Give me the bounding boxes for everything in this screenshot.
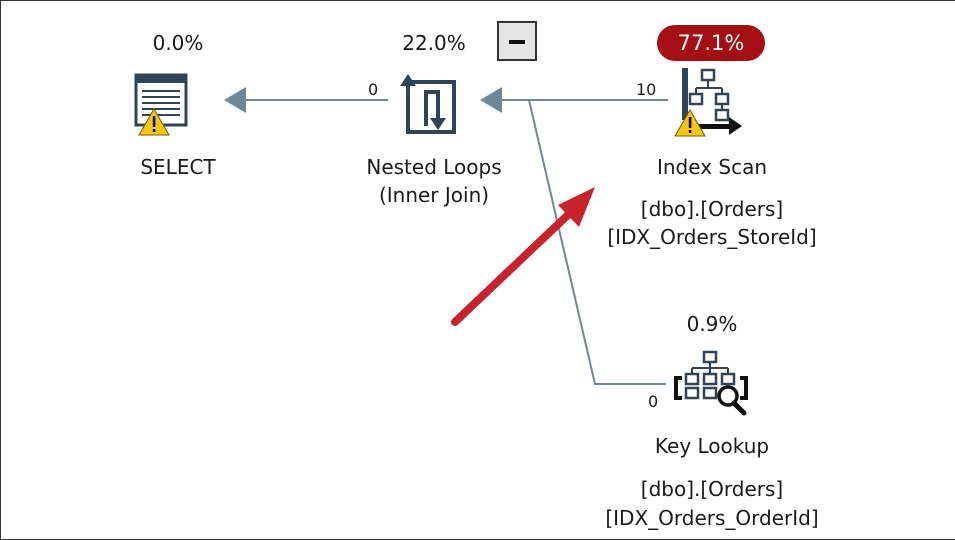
nested-loops-sublabel: (Inner Join) bbox=[378, 183, 490, 207]
connector-lookup-to-loops bbox=[528, 99, 666, 385]
key-lookup-icon[interactable] bbox=[672, 350, 752, 420]
edge-count-loops-to-select: 0 bbox=[368, 80, 379, 99]
highlight-arrowhead bbox=[558, 187, 595, 227]
nested-loops-label: Nested Loops bbox=[366, 155, 502, 179]
edge-count-lookup-to-loops: 0 bbox=[648, 392, 659, 411]
warning-icon bbox=[138, 107, 170, 136]
edge-count-scan-to-loops: 10 bbox=[636, 80, 657, 99]
select-label: SELECT bbox=[140, 155, 216, 179]
nested-loops-cost: 22.0% bbox=[402, 31, 466, 55]
warning-icon bbox=[674, 108, 706, 137]
key-lookup-label: Key Lookup bbox=[654, 434, 770, 458]
index-scan-object: [dbo].[Orders] bbox=[640, 197, 784, 221]
select-icon[interactable] bbox=[134, 73, 190, 137]
minus-icon bbox=[509, 40, 525, 44]
highlight-arrow bbox=[451, 208, 575, 326]
key-lookup-object: [dbo].[Orders] bbox=[640, 477, 784, 501]
index-scan-index: [IDX_Orders_StoreId] bbox=[607, 225, 817, 249]
nested-loops-icon[interactable] bbox=[398, 72, 464, 138]
collapse-button[interactable] bbox=[497, 21, 537, 61]
arrowhead-select bbox=[224, 87, 246, 113]
index-scan-icon[interactable] bbox=[674, 66, 746, 140]
index-scan-label: Index Scan bbox=[656, 155, 768, 179]
magnifier-icon bbox=[717, 385, 747, 416]
select-cost: 0.0% bbox=[152, 31, 204, 55]
key-lookup-cost: 0.9% bbox=[686, 312, 738, 336]
index-scan-cost-badge: 77.1% bbox=[657, 25, 765, 61]
arrowhead-loops bbox=[480, 87, 502, 113]
key-lookup-index: [IDX_Orders_OrderId] bbox=[605, 506, 819, 530]
